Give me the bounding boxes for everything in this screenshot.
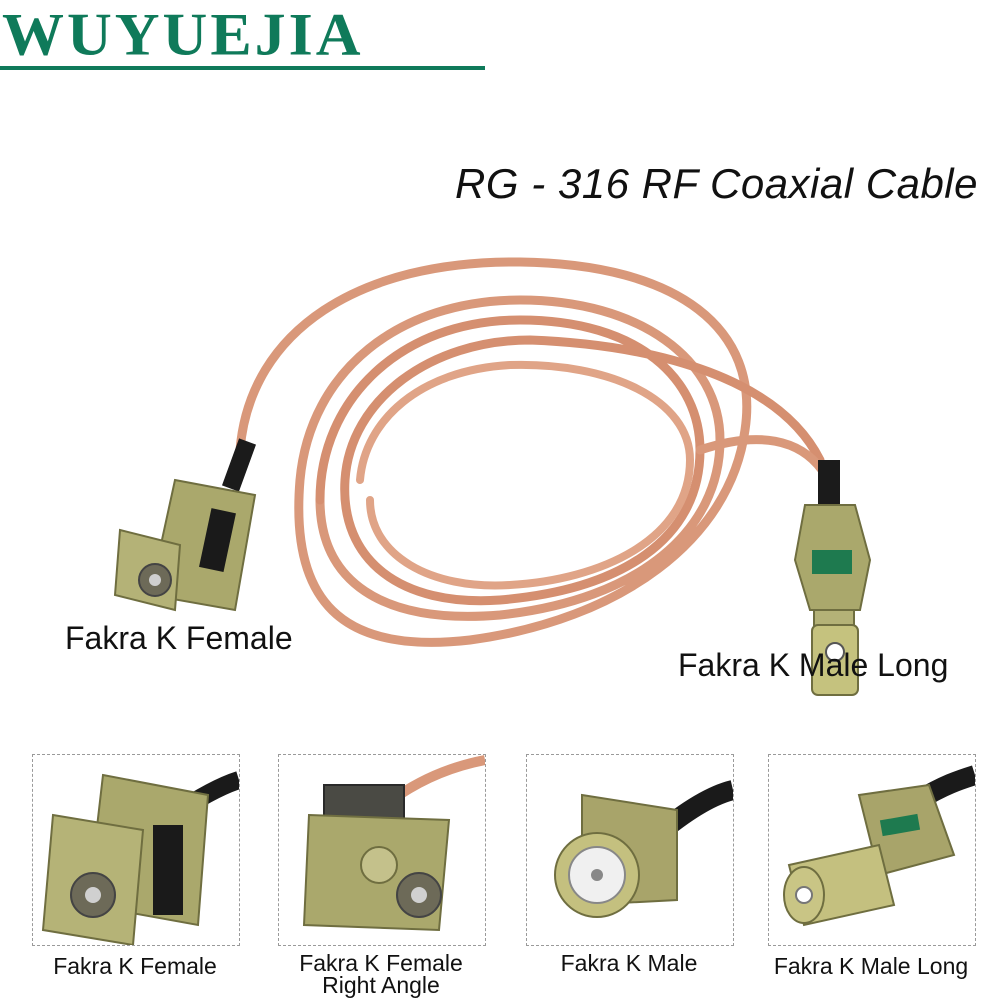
thumbnail-fakra-k-female-right-angle <box>278 754 486 946</box>
male-connector-image <box>554 780 733 918</box>
cable-tail-right <box>695 435 827 475</box>
brand-underline <box>0 66 485 70</box>
product-title: RG - 316 RF Coaxial Cable <box>455 160 978 207</box>
left-connector <box>113 438 257 612</box>
thumb-caption-2-line1: Fakra K Female <box>299 950 463 976</box>
thumb-caption-1: Fakra K Female <box>53 953 217 979</box>
female-right-angle-connector-image <box>302 755 485 932</box>
brand-logo: WUYUEJIA <box>2 1 364 69</box>
male-long-connector-image <box>783 765 975 927</box>
cable-coil-3 <box>356 360 695 590</box>
thumbnail-fakra-k-male <box>526 754 734 946</box>
thumb-caption-2-line2: Right Angle <box>322 972 440 998</box>
right-connector <box>793 460 872 696</box>
cable-coil-1 <box>235 257 752 647</box>
cable-illustration <box>113 257 872 696</box>
thumbnail-fakra-k-male-long <box>768 754 976 946</box>
right-connector-label: Fakra K Male Long <box>678 647 949 683</box>
thumbnail-fakra-k-female <box>32 754 240 946</box>
cable-coil-2 <box>315 315 825 606</box>
female-connector-image <box>41 771 239 945</box>
left-connector-label: Fakra K Female <box>65 620 293 656</box>
thumb-caption-4: Fakra K Male Long <box>773 953 969 979</box>
thumb-caption-3: Fakra K Male <box>560 950 698 976</box>
